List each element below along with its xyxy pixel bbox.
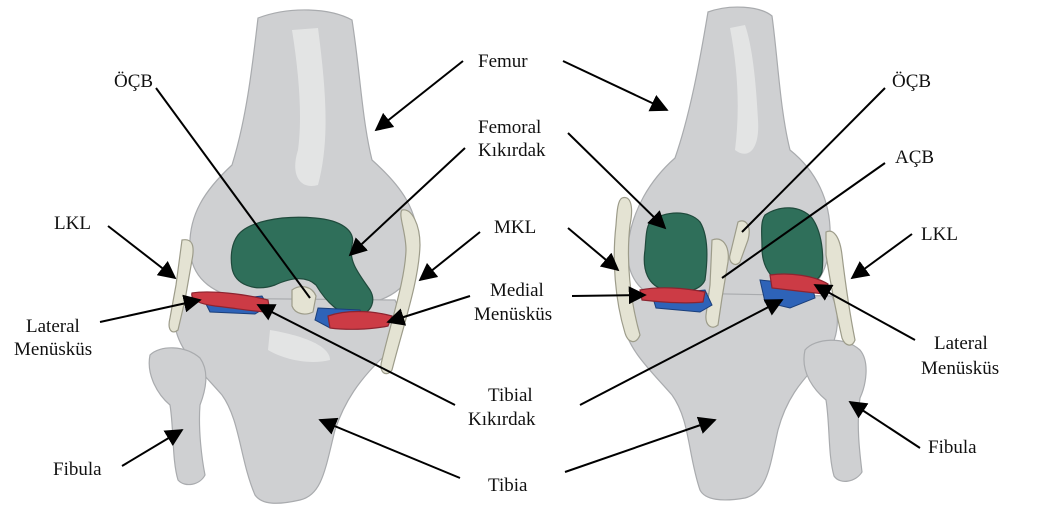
label-mkl: MKL bbox=[494, 217, 536, 238]
label-femoral-cartilage-2: Kıkırdak bbox=[478, 140, 546, 161]
left-medial-meniscus bbox=[328, 312, 392, 330]
label-lateral-meniscus-left-1: Lateral bbox=[26, 316, 80, 337]
label-medial-meniscus-2: Menüsküs bbox=[474, 304, 552, 325]
left-knee-model bbox=[149, 10, 420, 503]
label-acb: AÇB bbox=[895, 147, 934, 168]
left-fibula bbox=[149, 348, 206, 485]
label-tibia: Tibia bbox=[488, 475, 528, 496]
label-ocb-right: ÖÇB bbox=[892, 71, 931, 92]
label-lateral-meniscus-right-2: Menüsküs bbox=[921, 358, 999, 379]
label-fibula-left: Fibula bbox=[53, 459, 102, 480]
label-medial-meniscus-1: Medial bbox=[490, 280, 544, 301]
right-medial-meniscus bbox=[640, 288, 705, 303]
right-femoral-cartilage-medial bbox=[644, 213, 707, 292]
label-tibial-cartilage-1: Tibial bbox=[488, 385, 533, 406]
label-fibula-right: Fibula bbox=[928, 437, 977, 458]
label-femoral-cartilage-1: Femoral bbox=[478, 117, 541, 138]
right-fibula bbox=[804, 340, 866, 481]
label-lateral-meniscus-right-1: Lateral bbox=[934, 333, 988, 354]
right-tibia bbox=[624, 292, 837, 500]
label-lkl-right: LKL bbox=[921, 224, 958, 245]
label-lkl-left: LKL bbox=[54, 213, 91, 234]
label-ocb-left: ÖÇB bbox=[114, 71, 153, 92]
label-tibial-cartilage-2: Kıkırdak bbox=[468, 409, 536, 430]
right-knee-model bbox=[614, 7, 866, 500]
label-lateral-meniscus-left-2: Menüsküs bbox=[14, 339, 92, 360]
label-femur: Femur bbox=[478, 51, 528, 72]
